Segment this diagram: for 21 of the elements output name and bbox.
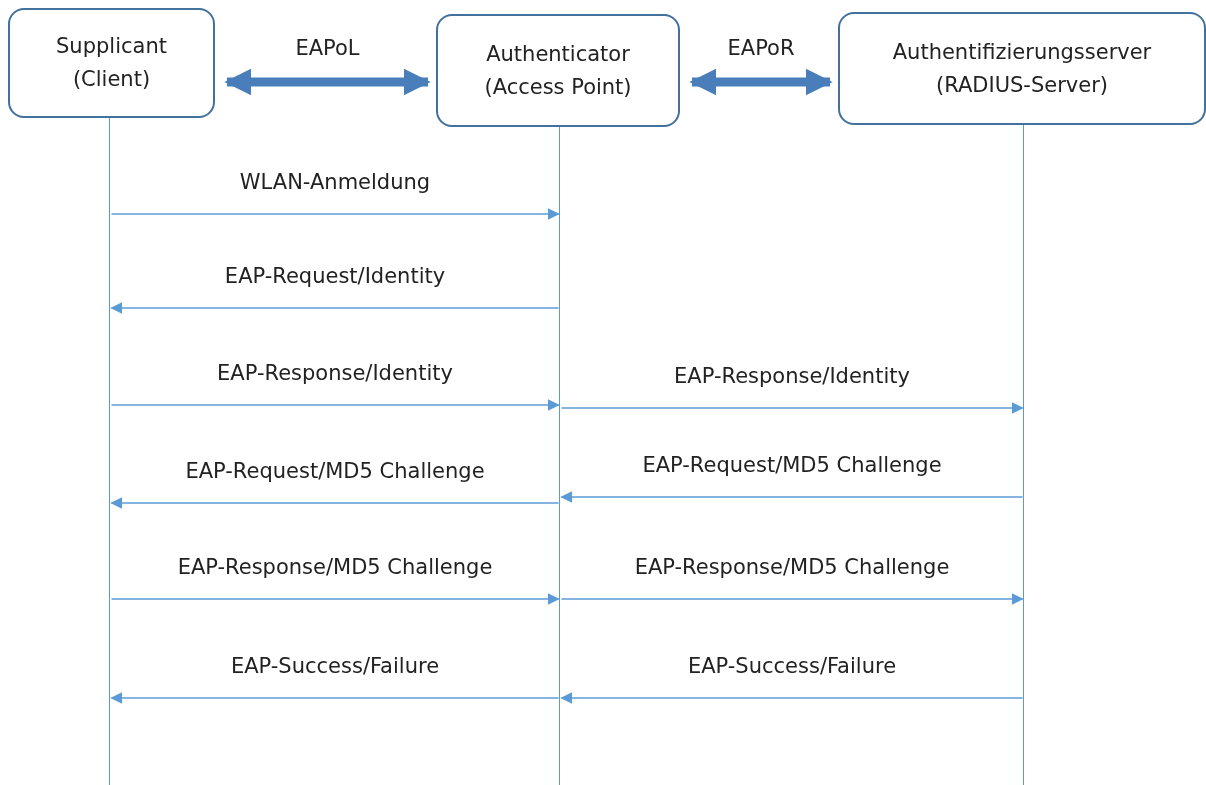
participant-box: [8, 8, 215, 118]
participant-name: Authentifizierungsserver (RADIUS-Server): [891, 38, 1153, 99]
message-arrow: [110, 692, 560, 704]
message-arrow: [110, 593, 560, 605]
message-arrow: [110, 399, 560, 411]
participant-name: Supplicant (Client): [55, 33, 168, 93]
message-arrow: [110, 497, 560, 509]
participant-box: [838, 12, 1206, 125]
participant-box: [436, 14, 680, 127]
double-arrow: [689, 68, 833, 96]
message-arrow: [110, 208, 560, 220]
lifeline: [1023, 125, 1027, 785]
message-arrow: [560, 692, 1024, 704]
double-arrow: [224, 68, 431, 96]
message-arrow: [560, 491, 1024, 503]
lifeline: [109, 118, 113, 785]
message-arrow: [560, 402, 1024, 414]
message-arrow: [110, 302, 560, 314]
participant-name: Authenticator (Access Point): [483, 40, 633, 101]
message-arrow: [560, 593, 1024, 605]
lifeline: [559, 127, 563, 785]
